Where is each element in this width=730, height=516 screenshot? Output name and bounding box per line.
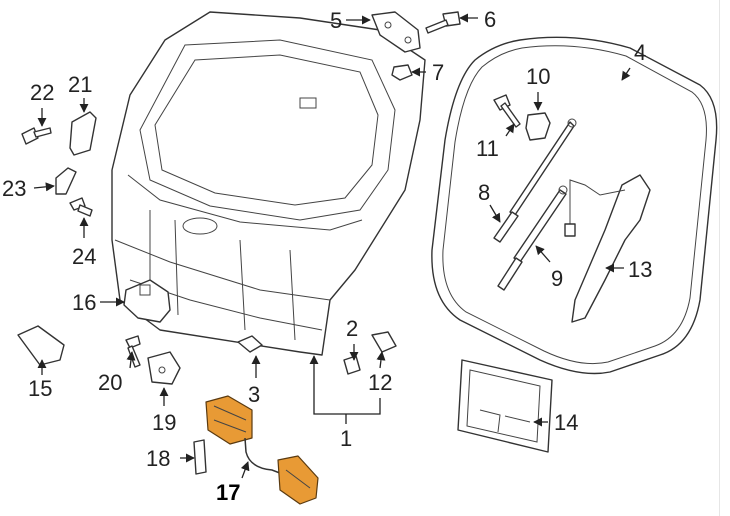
bolt-22: [21, 127, 52, 145]
callout-12: 12: [368, 370, 392, 395]
callout-14: 14: [554, 410, 578, 435]
callout-19: 19: [152, 410, 176, 435]
screw-24: [69, 197, 93, 217]
harness-bracket-13: [564, 174, 651, 323]
callout-8: 8: [478, 180, 490, 205]
right-edge-divider: [719, 0, 720, 516]
cover-21: [69, 111, 97, 156]
bolt-11: [493, 94, 521, 128]
pin-20: [125, 335, 141, 368]
bolt-6: [425, 11, 461, 34]
callout-22: 22: [30, 80, 54, 105]
bracket-19: [147, 351, 181, 385]
callout-15: 15: [28, 376, 52, 401]
callout-10: 10: [526, 64, 550, 89]
callout-5: 5: [330, 8, 342, 33]
callout-1: 1: [340, 426, 352, 451]
callout-21: 21: [68, 72, 92, 97]
hinge-5: [371, 11, 421, 53]
tailgate-panel: [111, 11, 426, 356]
callout-20: 20: [98, 370, 122, 395]
callout-6: 6: [484, 7, 496, 32]
callout-11: 11: [476, 136, 499, 161]
callout-2: 2: [346, 316, 358, 341]
callout-18: 18: [146, 446, 170, 471]
callout-24: 24: [72, 244, 96, 269]
leader-lines: [33, 13, 631, 479]
latch-assembly-17[interactable]: [205, 395, 319, 505]
callout-9: 9: [551, 266, 563, 291]
gas-strut-8: [493, 118, 577, 243]
stopper-2: [343, 355, 361, 375]
callout-3: 3: [248, 382, 260, 407]
callout-23: 23: [2, 176, 26, 201]
weatherstrip-seal: [431, 36, 718, 375]
callout-labels: 5 6 7 4 10 11 8 9 13 14 21 22 23 24 16 1…: [2, 7, 652, 505]
callout-13: 13: [628, 257, 652, 282]
bracket-10: [525, 112, 551, 141]
clip-23: [55, 167, 77, 195]
gas-strut-9: [497, 185, 568, 291]
latch-16: [123, 279, 171, 323]
callout-4: 4: [634, 40, 646, 65]
bolt-18: [193, 439, 207, 475]
callout-17: 17: [216, 480, 240, 505]
grommet-3: [237, 335, 263, 353]
callout-7: 7: [432, 60, 444, 85]
bumper-12: [371, 331, 397, 353]
callout-16: 16: [72, 290, 96, 315]
control-module-14: [457, 359, 553, 453]
cap-15: [17, 325, 65, 366]
nut-7: [391, 64, 413, 81]
